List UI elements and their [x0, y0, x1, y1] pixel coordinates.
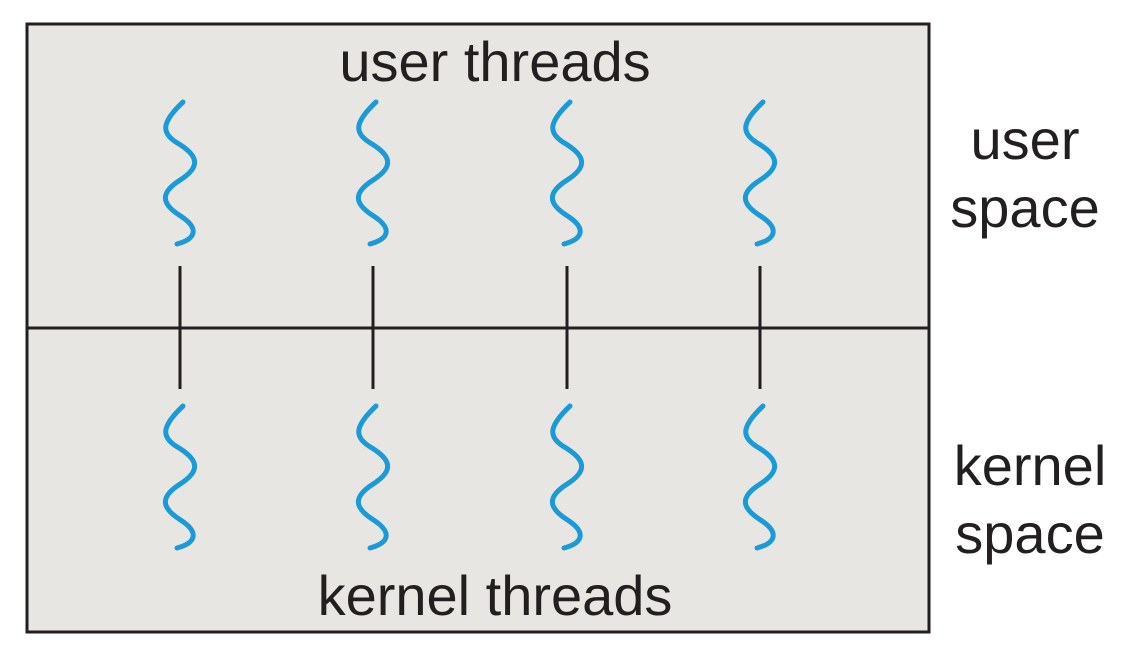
- user-thread-2: [355, 99, 391, 247]
- user-threads-label: user threads: [339, 30, 651, 93]
- kernel-thread-3: [549, 403, 585, 551]
- kernel-thread-2: [355, 403, 391, 551]
- user-space-label-line2: space: [950, 176, 1100, 239]
- kernel-threads-label: kernel threads: [317, 564, 673, 627]
- user-thread-1: [162, 99, 198, 247]
- user-thread-4: [742, 99, 778, 247]
- kernel-thread-1: [162, 403, 198, 551]
- kernel-space-label-line2: space: [955, 502, 1105, 565]
- kernel-space-label: kernel space: [930, 432, 1130, 568]
- kernel-thread-4: [742, 403, 778, 551]
- kernel-space-label-line1: kernel: [953, 434, 1107, 497]
- threads-layer: [162, 99, 778, 551]
- user-thread-3: [549, 99, 585, 247]
- user-space-label-line1: user: [970, 108, 1080, 171]
- user-space-label: user space: [925, 106, 1125, 242]
